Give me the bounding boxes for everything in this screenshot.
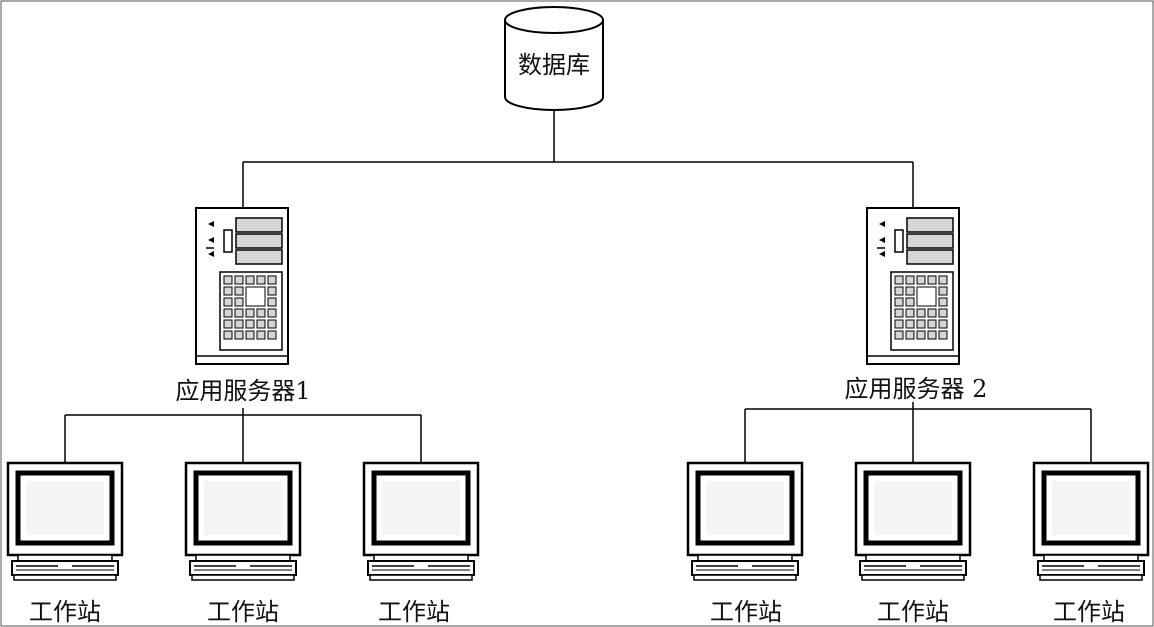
server-1-label: 应用服务器1 xyxy=(175,377,310,405)
workstation-label: 工作站 xyxy=(710,598,782,626)
monitor-icon xyxy=(364,463,478,580)
server-tower-icon xyxy=(866,207,960,365)
connection-lines xyxy=(64,110,1092,463)
monitor-icon xyxy=(688,463,802,580)
monitor-icon xyxy=(186,463,300,580)
workstation-label: 工作站 xyxy=(1053,598,1125,626)
database-cylinder-icon xyxy=(504,20,604,111)
monitor-icon xyxy=(1034,463,1148,580)
database-label: 数据库 xyxy=(518,51,590,79)
server-2-label: 应用服务器 2 xyxy=(845,375,988,403)
monitor-icon xyxy=(8,463,122,580)
workstation-2-2: 工作站 xyxy=(856,463,970,626)
workstation-1-3: 工作站 xyxy=(364,463,478,626)
database-cylinder-top xyxy=(504,6,604,34)
workstation-label: 工作站 xyxy=(207,598,279,626)
workstation-label: 工作站 xyxy=(29,598,101,626)
workstation-label: 工作站 xyxy=(378,598,450,626)
monitor-icon xyxy=(856,463,970,580)
workstation-2-1: 工作站 xyxy=(688,463,802,626)
database-node: 数据库 xyxy=(504,6,604,111)
server-node-2: 应用服务器 2 xyxy=(845,207,988,403)
server-node-1: 应用服务器1 xyxy=(175,207,311,405)
workstation-label: 工作站 xyxy=(877,598,949,626)
workstation-1-1: 工作站 xyxy=(8,463,122,626)
server-tower-icon xyxy=(195,207,289,365)
workstation-2-3: 工作站 xyxy=(1034,463,1148,626)
workstation-1-2: 工作站 xyxy=(186,463,300,626)
